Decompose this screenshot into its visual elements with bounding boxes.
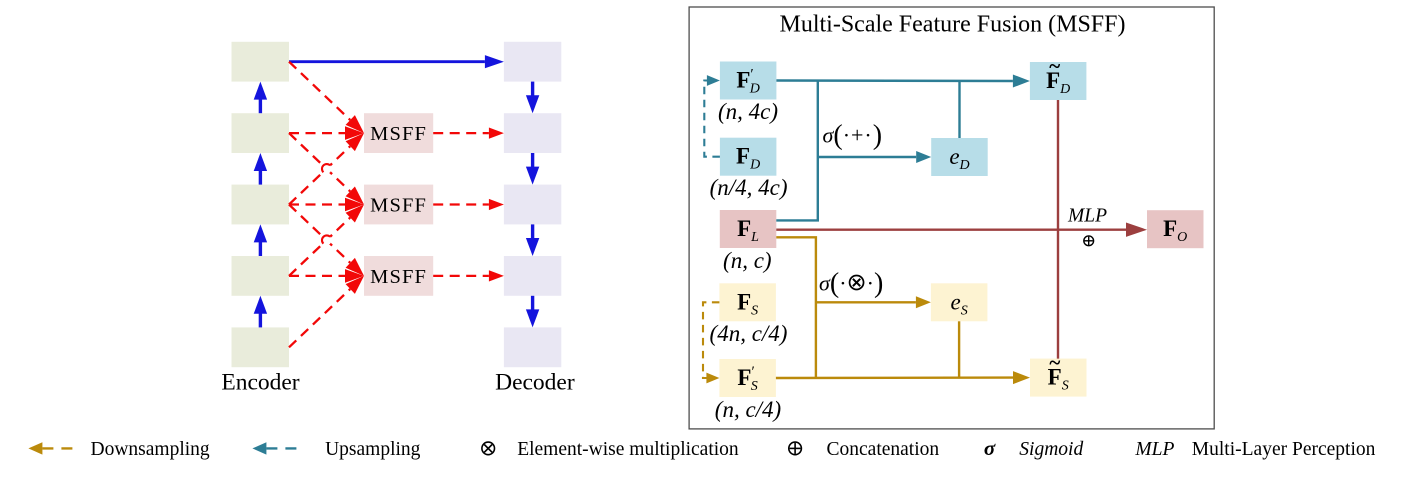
- svg-text:(n, 4c): (n, 4c): [718, 99, 778, 124]
- svg-text:(n/4, 4c): (n/4, 4c): [710, 175, 788, 200]
- svg-text:MSFF: MSFF: [370, 123, 427, 145]
- svg-text:σ: σ: [984, 436, 996, 460]
- svg-text:F′S: F′S: [737, 364, 757, 394]
- svg-text:MSFF: MSFF: [370, 266, 427, 288]
- svg-text:σ(·+·): σ(·+·): [823, 120, 883, 151]
- svg-text:MLP: MLP: [1134, 439, 1174, 460]
- svg-text:Decoder: Decoder: [495, 370, 575, 396]
- svg-text:Upsampling: Upsampling: [325, 439, 421, 460]
- svg-text:Multi-Layer Perception: Multi-Layer Perception: [1192, 439, 1376, 460]
- svg-text:σ(·⊗·): σ(·⊗·): [819, 268, 883, 299]
- svg-text:MSFF: MSFF: [370, 195, 427, 217]
- svg-text:Encoder: Encoder: [221, 370, 299, 396]
- svg-text:~: ~: [1049, 54, 1060, 78]
- svg-text:Concatenation: Concatenation: [827, 439, 940, 460]
- svg-text:MLP: MLP: [1067, 206, 1107, 227]
- svg-text:Downsampling: Downsampling: [91, 439, 210, 460]
- svg-text:Multi-Scale Feature Fusion (MS: Multi-Scale Feature Fusion (MSFF): [780, 12, 1126, 38]
- svg-text:Element-wise multiplication: Element-wise multiplication: [517, 439, 739, 460]
- svg-text:~: ~: [1049, 351, 1060, 375]
- svg-text:(4n, c/4): (4n, c/4): [710, 321, 788, 346]
- svg-text:(n, c): (n, c): [723, 248, 772, 273]
- svg-text:Sigmoid: Sigmoid: [1019, 439, 1083, 460]
- svg-text:(n, c/4): (n, c/4): [715, 397, 781, 422]
